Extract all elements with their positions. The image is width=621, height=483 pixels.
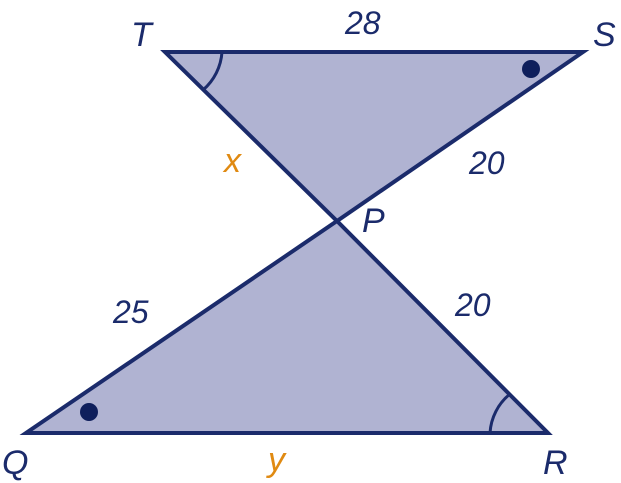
side-label-pr: 20 — [454, 287, 491, 323]
angle-dot-q — [80, 403, 98, 421]
unknown-label-x: x — [222, 142, 242, 180]
side-label-sp: 20 — [468, 145, 505, 181]
triangle-tsp — [160, 50, 590, 224]
vertex-label-q: Q — [2, 444, 28, 482]
angle-dot-s — [522, 60, 540, 78]
angle-arc-t — [201, 51, 224, 92]
angle-arc-r — [488, 392, 511, 434]
triangle-qrp — [19, 218, 553, 435]
vertex-label-t: T — [131, 16, 154, 54]
unknown-label-y: y — [266, 441, 287, 479]
vertex-label-p: P — [362, 202, 385, 240]
vertex-label-s: S — [593, 16, 616, 54]
side-label-qp: 25 — [112, 294, 149, 330]
side-label-ts: 28 — [344, 5, 381, 41]
vertex-label-r: R — [543, 444, 568, 482]
